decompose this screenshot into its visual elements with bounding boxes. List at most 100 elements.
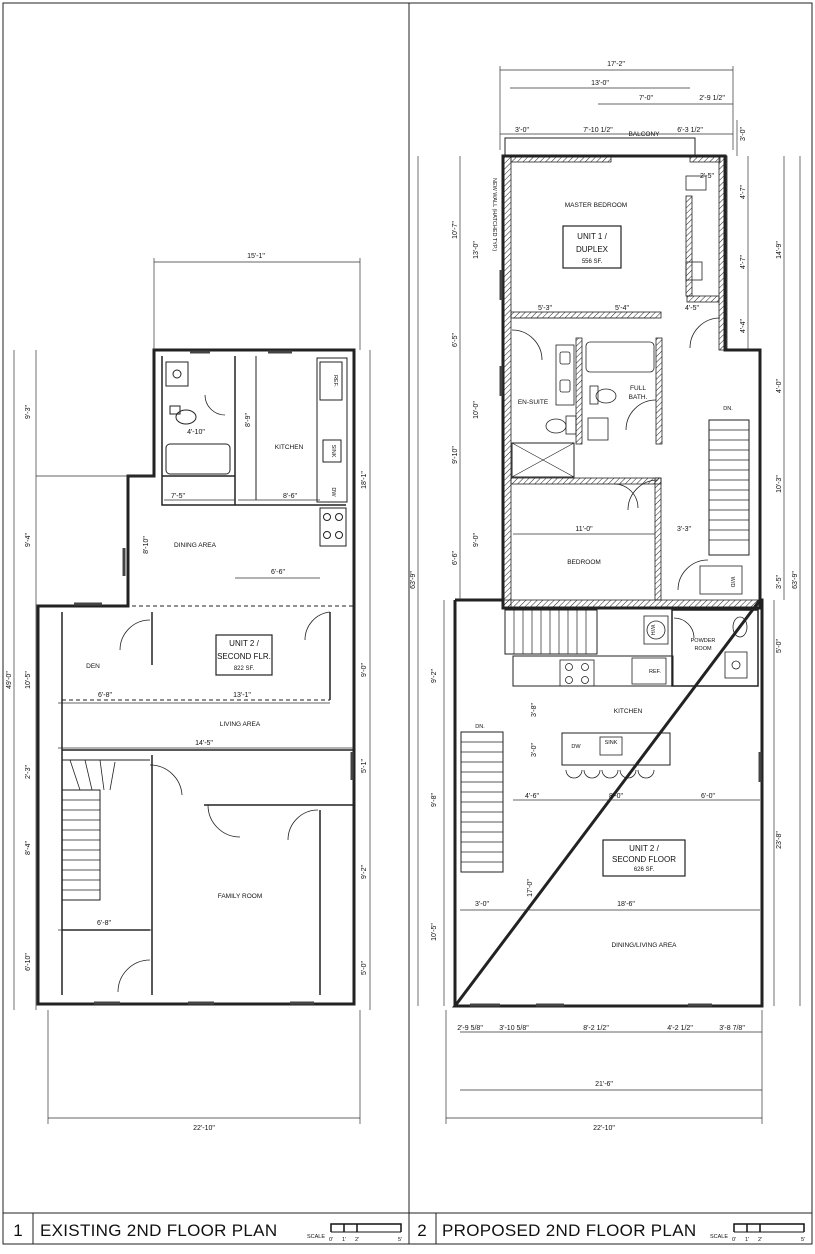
room-family: FAMILY ROOM <box>218 893 263 900</box>
svg-text:4'-6": 4'-6" <box>525 793 539 800</box>
svg-text:7'-0": 7'-0" <box>639 95 653 102</box>
plan-number-2: 2 <box>417 1221 426 1240</box>
svg-text:63'-9": 63'-9" <box>792 571 799 589</box>
svg-text:14'-9": 14'-9" <box>776 241 783 259</box>
existing-plan <box>13 258 371 1124</box>
room-powder-line2: ROOM <box>694 646 712 652</box>
svg-text:10'-5": 10'-5" <box>431 923 438 941</box>
room-kitchen: KITCHEN <box>614 708 643 715</box>
svg-text:SCALE: SCALE <box>307 1234 325 1240</box>
room-living: LIVING AREA <box>220 721 261 728</box>
svg-text:SINK: SINK <box>605 740 618 746</box>
new-wall-note: NEW WALL (HATCHED TYP.) <box>491 178 497 251</box>
svg-text:9'-0": 9'-0" <box>361 663 368 677</box>
svg-text:5'-0": 5'-0" <box>361 961 368 975</box>
room-en-suite: EN-SUITE <box>518 399 549 406</box>
room-master-bedroom: MASTER BEDROOM <box>565 202 627 209</box>
svg-text:2': 2' <box>355 1237 359 1243</box>
svg-text:0': 0' <box>732 1237 736 1243</box>
svg-text:4'-7": 4'-7" <box>740 255 747 269</box>
unit2-existing-area: 822 SF. <box>234 666 255 672</box>
svg-text:6'-8": 6'-8" <box>97 920 111 927</box>
svg-text:0': 0' <box>329 1237 333 1243</box>
svg-text:REF.: REF. <box>649 669 661 675</box>
svg-text:9'-3": 9'-3" <box>25 405 32 419</box>
svg-text:5'-3": 5'-3" <box>538 305 552 312</box>
room-kitchen: KITCHEN <box>275 444 304 451</box>
room-dining-living: DINING/LIVING AREA <box>611 942 677 949</box>
scale-bar-right: SCALE 0' 1' 2' 5' <box>710 1223 805 1243</box>
svg-text:5': 5' <box>801 1237 805 1243</box>
svg-text:9'-2": 9'-2" <box>361 865 368 879</box>
svg-text:1': 1' <box>745 1237 749 1243</box>
svg-text:REF.: REF. <box>332 375 338 387</box>
svg-text:SCALE: SCALE <box>710 1234 728 1240</box>
unit1-line1: UNIT 1 / <box>577 232 607 241</box>
svg-text:3'-5": 3'-5" <box>776 575 783 589</box>
room-balcony: BALCONY <box>628 131 660 138</box>
svg-text:3'-0": 3'-0" <box>515 127 529 134</box>
plan-title-proposed: PROPOSED 2ND FLOOR PLAN <box>442 1221 696 1240</box>
svg-text:17'-2": 17'-2" <box>607 61 625 68</box>
svg-text:22'-10": 22'-10" <box>593 1125 615 1132</box>
room-den: DEN <box>86 663 100 670</box>
svg-text:3'-0": 3'-0" <box>531 743 538 757</box>
svg-text:14'-5": 14'-5" <box>195 740 213 747</box>
svg-text:8'-2 1/2": 8'-2 1/2" <box>583 1025 609 1032</box>
svg-text:4'-7": 4'-7" <box>740 185 747 199</box>
svg-text:63'-9": 63'-9" <box>410 571 417 589</box>
room-full-bath-line1: FULL <box>630 385 646 392</box>
svg-text:21'-6": 21'-6" <box>595 1081 613 1088</box>
svg-text:9'-0": 9'-0" <box>473 533 480 547</box>
svg-text:2'-5": 2'-5" <box>700 173 714 180</box>
svg-text:18'-6": 18'-6" <box>617 901 635 908</box>
unit2-existing-line2: SECOND FLR. <box>217 652 271 661</box>
unit2-line1: UNIT 2 / <box>629 844 659 853</box>
svg-text:2'-9 5/8": 2'-9 5/8" <box>457 1025 483 1032</box>
plan-title-existing: EXISTING 2ND FLOOR PLAN <box>40 1221 277 1240</box>
room-full-bath-line2: BATH. <box>629 394 648 401</box>
svg-text:8'-6": 8'-6" <box>283 493 297 500</box>
title-strip: 1 EXISTING 2ND FLOOR PLAN 2 PROPOSED 2ND… <box>13 1221 805 1243</box>
svg-text:7'-10 1/2": 7'-10 1/2" <box>583 127 613 134</box>
svg-text:4'-4": 4'-4" <box>740 319 747 333</box>
svg-text:9'-10": 9'-10" <box>452 446 459 464</box>
svg-text:6'-6": 6'-6" <box>452 551 459 565</box>
unit2-area: 626 SF. <box>634 867 655 873</box>
dim-bottom: 22'-10" <box>193 1125 215 1132</box>
svg-text:DW: DW <box>330 487 336 497</box>
svg-text:6'-0": 6'-0" <box>701 793 715 800</box>
proposed-plan <box>417 66 801 1124</box>
svg-text:3'-0": 3'-0" <box>475 901 489 908</box>
svg-text:3'-8": 3'-8" <box>531 703 538 717</box>
svg-text:2': 2' <box>758 1237 762 1243</box>
svg-text:9'-4": 9'-4" <box>25 533 32 547</box>
svg-text:5'-1": 5'-1" <box>361 759 368 773</box>
svg-text:6'-8": 6'-8" <box>98 692 112 699</box>
svg-text:4'-5": 4'-5" <box>685 305 699 312</box>
svg-text:17'-0": 17'-0" <box>527 879 534 897</box>
room-dining: DINING AREA <box>174 542 217 549</box>
proposed-plan-labels: 17'-2" 13'-0" 7'-0" 2'-9 1/2" 3'-0" 7'-1… <box>410 61 799 1132</box>
svg-text:13'-0": 13'-0" <box>591 80 609 87</box>
svg-text:9'-8": 9'-8" <box>431 793 438 807</box>
svg-text:8'-9": 8'-9" <box>245 413 252 427</box>
scale-bar-left: SCALE 0' 1' 2' 5' <box>307 1223 402 1243</box>
unit2-existing-line1: UNIT 2 / <box>229 639 259 648</box>
svg-text:18'-1": 18'-1" <box>361 471 368 489</box>
svg-text:13'-1": 13'-1" <box>233 692 251 699</box>
svg-text:6'-3 1/2": 6'-3 1/2" <box>677 127 703 134</box>
svg-text:3'-10 5/8": 3'-10 5/8" <box>499 1025 529 1032</box>
unit2-line2: SECOND FLOOR <box>612 855 676 864</box>
svg-text:3'-0": 3'-0" <box>740 127 747 141</box>
svg-text:4'-10": 4'-10" <box>187 429 205 436</box>
svg-text:6'-5": 6'-5" <box>452 333 459 347</box>
unit1-line2: DUPLEX <box>576 245 609 254</box>
svg-text:SINK: SINK <box>330 445 336 458</box>
svg-text:W/D: W/D <box>729 577 735 588</box>
room-powder-line1: POWDER <box>691 638 716 644</box>
svg-text:2'-3": 2'-3" <box>25 765 32 779</box>
